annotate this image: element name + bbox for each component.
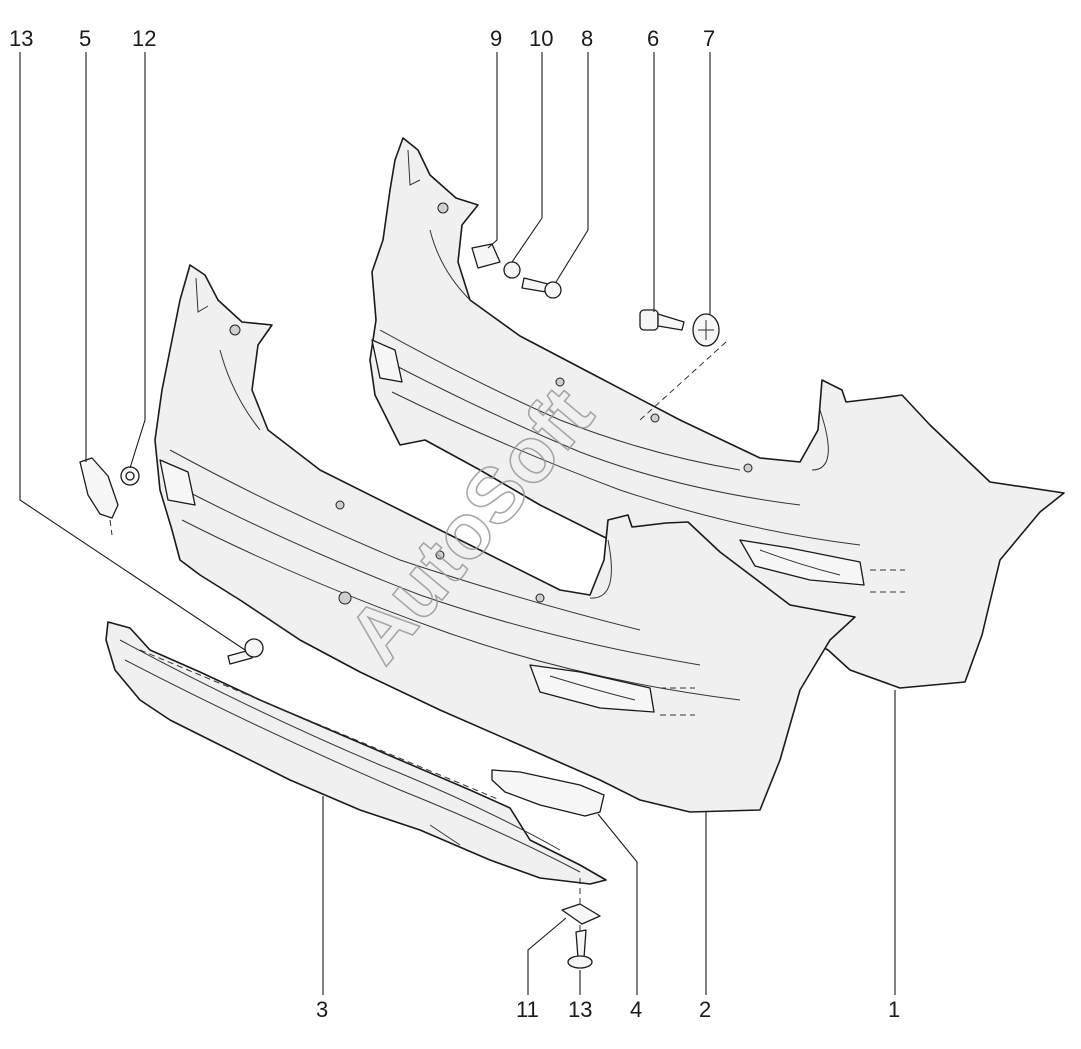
fastener-11-clip xyxy=(561,903,601,925)
fastener-9-clip xyxy=(471,243,501,269)
callout-10: 10 xyxy=(529,26,553,51)
part-1-rear-bumper-back xyxy=(369,137,1065,689)
callout-3: 3 xyxy=(316,997,328,1022)
fastener-13-screw-upper xyxy=(227,638,264,665)
fastener-12-nut xyxy=(120,466,140,486)
callout-12: 12 xyxy=(132,26,156,51)
part-4-reflector xyxy=(491,769,605,817)
part-3-lower-diffuser xyxy=(105,621,607,885)
callout-4: 4 xyxy=(630,997,642,1022)
part-5-reflector xyxy=(79,457,119,519)
callout-8: 8 xyxy=(581,26,593,51)
callout-13-bottom: 13 xyxy=(568,997,592,1022)
callout-7: 7 xyxy=(703,26,715,51)
callout-6: 6 xyxy=(647,26,659,51)
callout-2: 2 xyxy=(699,997,711,1022)
leader-lines xyxy=(19,52,896,995)
callout-5: 5 xyxy=(79,26,91,51)
fastener-7-washer xyxy=(692,313,720,347)
callout-11: 11 xyxy=(516,997,539,1022)
callout-9: 9 xyxy=(490,26,502,51)
fastener-10-nut xyxy=(503,261,521,279)
callout-labels: 13 5 12 9 10 8 6 7 3 11 13 4 2 1 xyxy=(9,26,900,1022)
fastener-8-screw xyxy=(521,277,562,299)
part-2-rear-bumper-front xyxy=(154,264,856,813)
callout-1: 1 xyxy=(888,997,900,1022)
callout-13-top: 13 xyxy=(9,26,33,51)
fastener-13-screw-lower xyxy=(567,929,593,969)
fastener-6-bolt xyxy=(639,309,685,331)
